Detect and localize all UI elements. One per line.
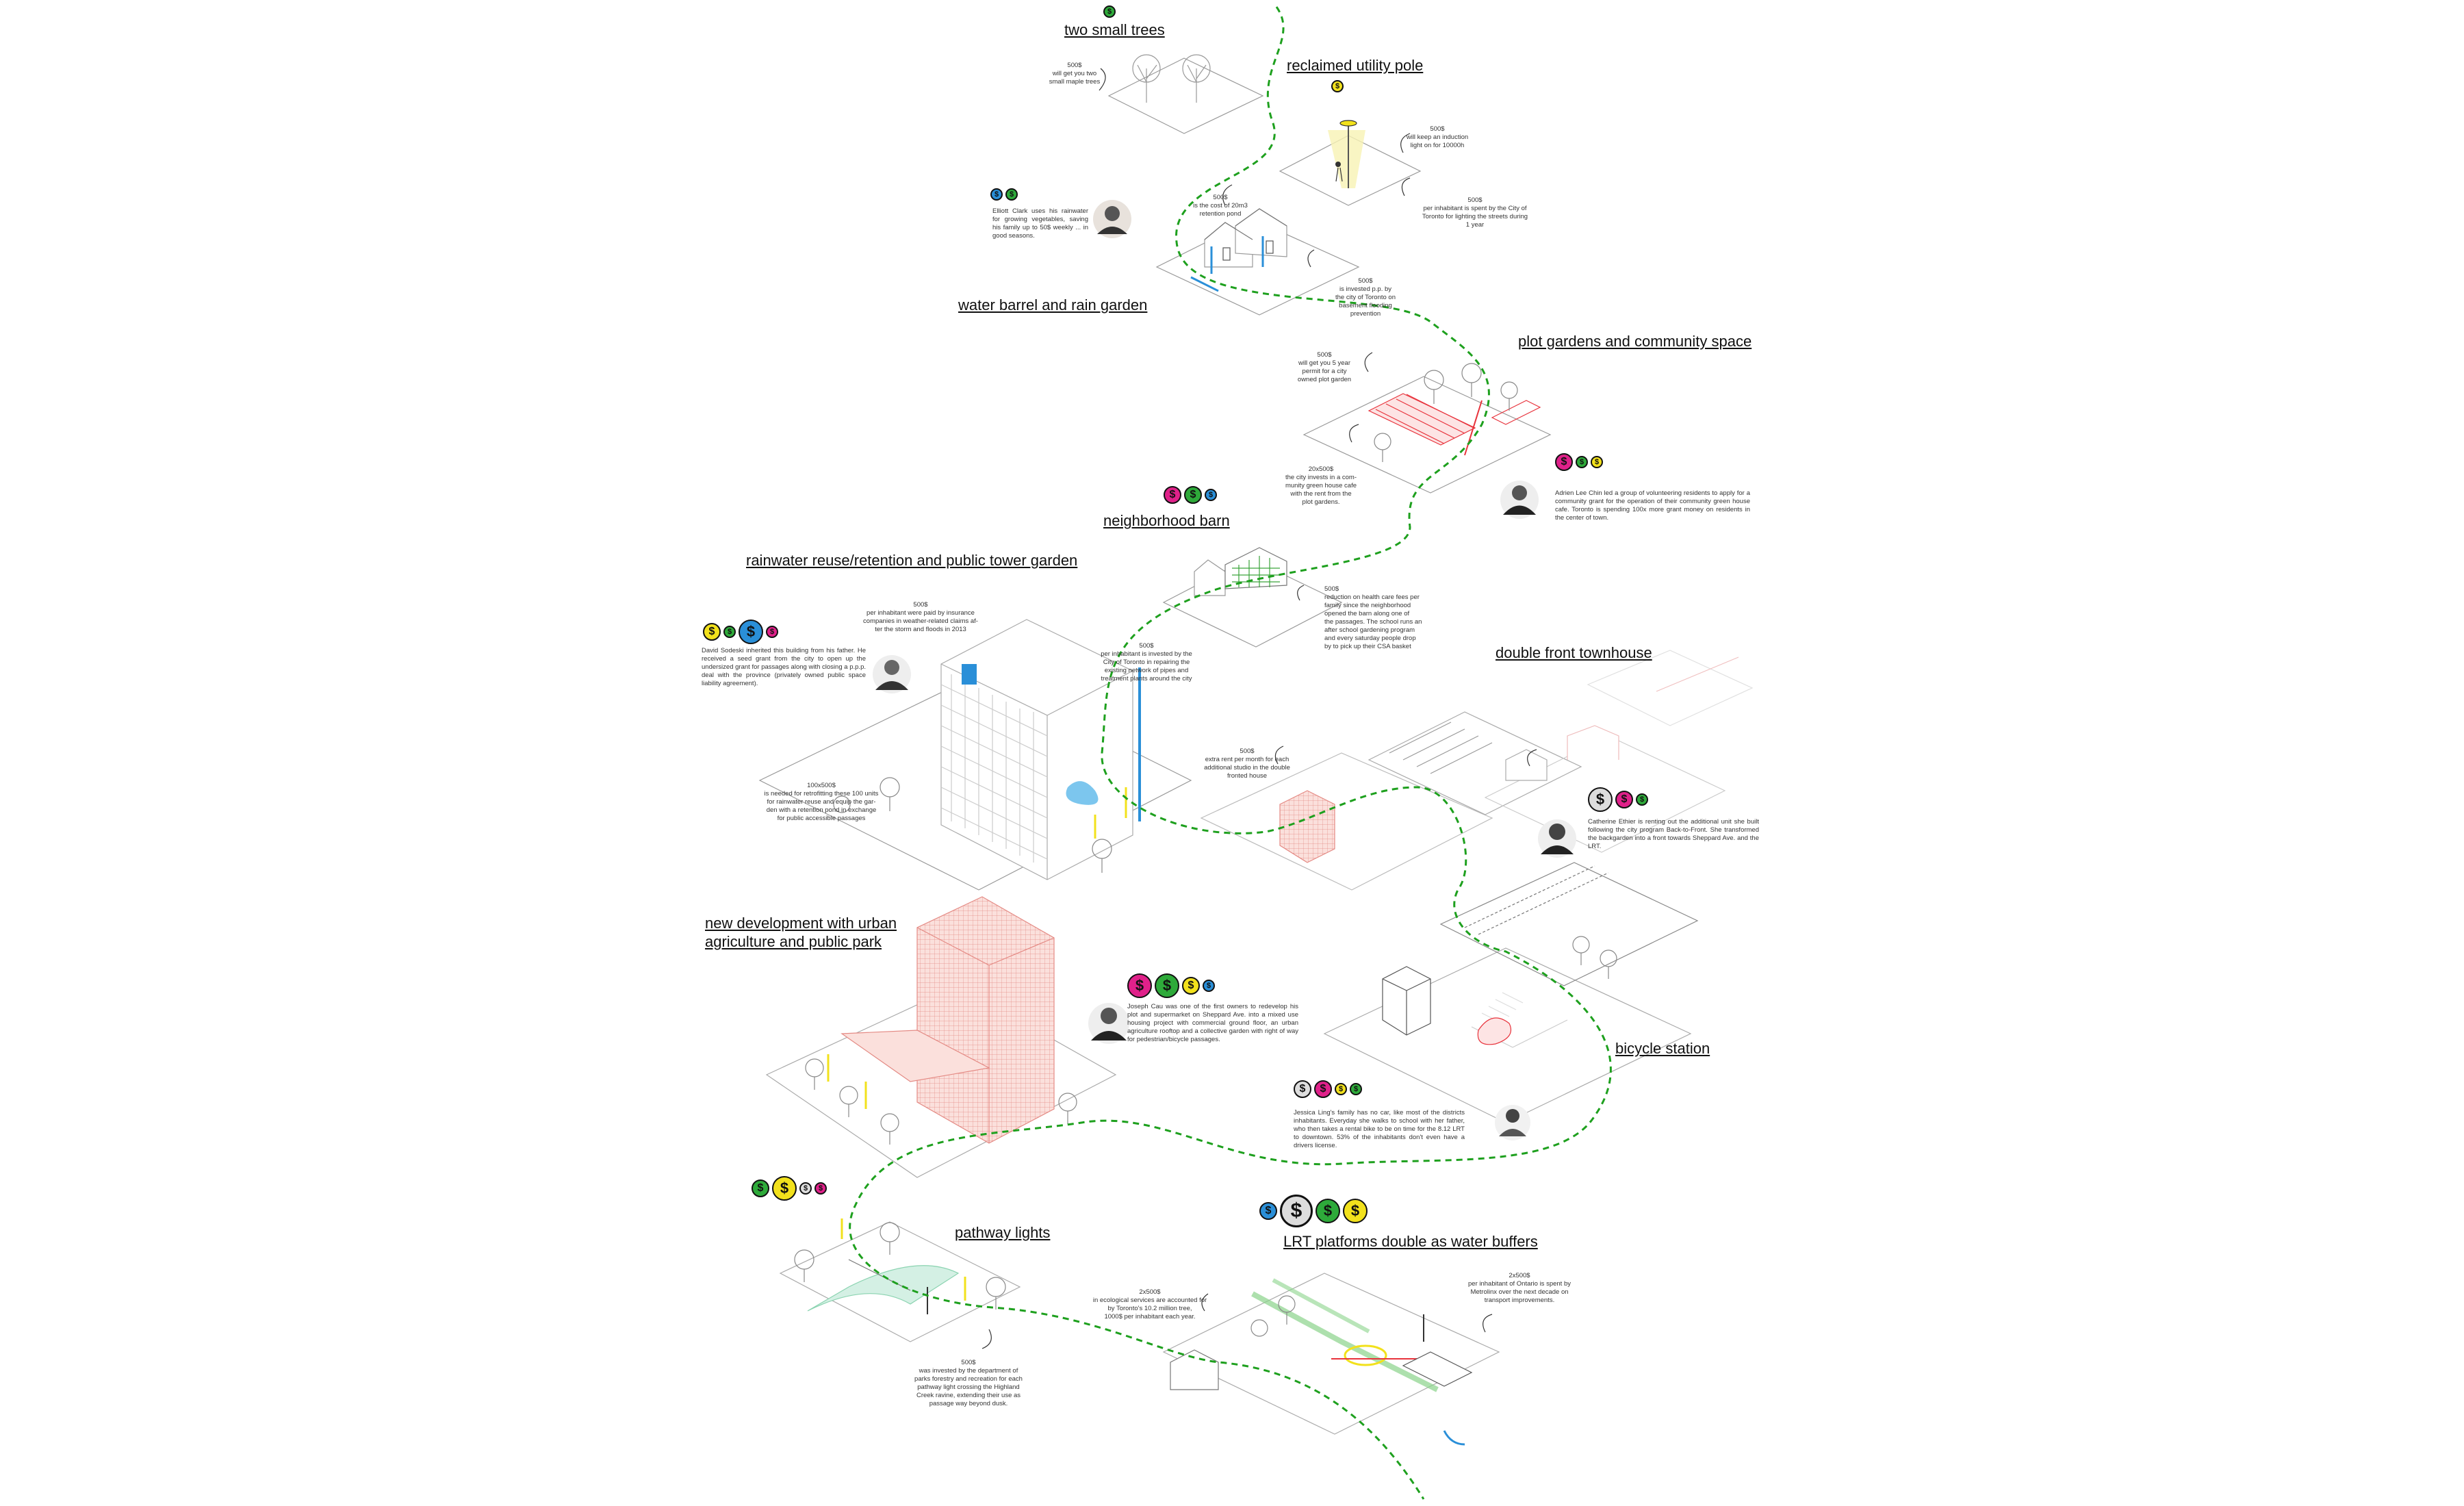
note-cost: 500$ per inhabitant is spent by the City… <box>1422 196 1528 229</box>
story-elliott-clark: Elliott Clark uses his rainwater for gro… <box>992 207 1088 240</box>
title-plot-gardens: plot gardens and community space <box>1518 333 1752 350</box>
utility-pole-illustration <box>1279 120 1422 206</box>
coin-group: $ <box>1331 80 1344 92</box>
plot-gardens-illustration <box>1302 352 1552 494</box>
coin-group: $ $ $ <box>1164 486 1217 504</box>
story-jessica-ling: Jessica Ling's family has no car, like m… <box>1294 1109 1465 1149</box>
coin-group: $ $ $ $ <box>1294 1080 1362 1098</box>
coin-blue-icon: $ <box>1205 489 1217 501</box>
coin-group: $ $ $ $ <box>1127 973 1215 998</box>
coin-grey-icon: $ <box>799 1182 812 1195</box>
note-cost: 500$ per inhabitant is invested by the C… <box>1101 642 1192 682</box>
title-two-small-trees: two small trees <box>1064 21 1165 38</box>
coin-yellow-icon: $ <box>1182 977 1200 995</box>
coin-blue-icon: $ <box>739 620 763 644</box>
note-cost: 500$ will get you 5 year permit for a ci… <box>1297 351 1352 383</box>
coin-yellow-icon: $ <box>772 1176 797 1201</box>
coin-yellow-icon: $ <box>1591 456 1603 468</box>
note-cost: 500$ is invested p.p. by the city of Tor… <box>1335 277 1396 318</box>
coin-group: $ $ $ $ <box>1259 1195 1368 1227</box>
coin-green-icon: $ <box>1155 973 1179 998</box>
portrait-elliott-clark <box>1093 200 1131 238</box>
note-cost: 2x500$ per inhabitant of Ontario is spen… <box>1468 1272 1571 1304</box>
coin-magenta-icon: $ <box>1555 453 1573 471</box>
title-new-development: new development with urban agriculture a… <box>705 915 897 950</box>
note-cost: 500$ reduction on health care fees per f… <box>1324 585 1422 650</box>
coin-blue-icon: $ <box>1203 980 1215 992</box>
coin-group: $ $ $ $ <box>703 620 778 644</box>
title-bicycle-station: bicycle station <box>1615 1040 1710 1057</box>
coin-grey-icon: $ <box>1280 1195 1313 1227</box>
coin-green-icon: $ <box>752 1179 769 1197</box>
note-cost: 500$ will keep an induction light on for… <box>1406 125 1469 149</box>
portrait-david-sodeski <box>873 655 911 693</box>
title-utility-pole: reclaimed utility pole <box>1287 57 1424 74</box>
coin-magenta-icon: $ <box>1314 1080 1332 1098</box>
coin-group: $ <box>1103 5 1116 18</box>
coin-yellow-icon: $ <box>1343 1199 1368 1223</box>
two-trees-illustration <box>1099 54 1264 134</box>
coin-magenta-icon: $ <box>1164 486 1181 504</box>
coin-group: $ $ <box>990 188 1018 201</box>
new-development-illustration <box>765 896 1117 1178</box>
coin-magenta-icon: $ <box>766 626 778 638</box>
note-cost: 500$ extra rent per month for each addit… <box>1204 748 1290 780</box>
note-cost: 500$ will get you two small maple trees <box>1049 62 1101 86</box>
coin-blue-icon: $ <box>990 188 1003 201</box>
title-neighborhood-barn: neighborhood barn <box>1103 512 1230 529</box>
note-cost: 20x500$ the city invests in a com- munit… <box>1285 465 1357 506</box>
note-cost: 100x500$ is needed for retrofitting thes… <box>764 782 879 822</box>
title-pathway-lights: pathway lights <box>955 1224 1051 1241</box>
portrait-joseph-cau <box>1088 1003 1129 1044</box>
story-joseph-cau: Joseph Cau was one of the first owners t… <box>1127 1003 1298 1043</box>
green-route-path <box>849 6 1612 1500</box>
neighborhood-barn-illustration <box>1162 547 1343 648</box>
coin-green-icon: $ <box>1350 1083 1362 1095</box>
coin-yellow-icon: $ <box>1331 80 1344 92</box>
title-water-barrel: water barrel and rain garden <box>958 296 1148 314</box>
coin-yellow-icon: $ <box>703 623 721 641</box>
coin-green-icon: $ <box>1005 188 1018 201</box>
portrait-jessica-ling <box>1495 1105 1530 1140</box>
portrait-adrien-lee-chin <box>1500 481 1539 519</box>
note-cost: 500$ per inhabitant were paid by insuran… <box>863 601 978 633</box>
story-david-sodeski: David Sodeski inherited this building fr… <box>702 647 866 687</box>
coin-group: $ $ $ <box>1555 453 1603 471</box>
coin-magenta-icon: $ <box>1127 973 1152 998</box>
note-cost: 500$ was invested by the department of p… <box>914 1359 1023 1407</box>
maple-tree <box>1182 54 1211 103</box>
coin-magenta-icon: $ <box>1615 791 1633 808</box>
story-adrien-lee-chin: Adrien Lee Chin led a group of volunteer… <box>1555 489 1750 522</box>
coin-green-icon: $ <box>1184 486 1202 504</box>
portrait-catherine-ethier <box>1538 819 1576 858</box>
pathway-lights-illustration <box>779 1218 1021 1349</box>
note-cost: 2x500$ in ecological services are accoun… <box>1092 1288 1207 1320</box>
water-barrel-illustration <box>1155 184 1360 316</box>
coin-green-icon: $ <box>1316 1199 1340 1223</box>
story-catherine-ethier: Catherine Ethier is renting out the addi… <box>1588 818 1759 850</box>
tower-garden-illustration <box>758 619 1192 891</box>
title-lrt-platforms: LRT platforms double as water buffers <box>1283 1233 1538 1250</box>
coin-yellow-icon: $ <box>1335 1083 1347 1095</box>
coin-green-icon: $ <box>1103 5 1116 18</box>
title-tower-garden: rainwater reuse/retention and public tow… <box>746 552 1078 569</box>
bicycle-station-illustration <box>1323 862 1699 1123</box>
lrt-platforms-illustration <box>1162 1273 1500 1446</box>
note-cost: 500$ is the cost of 20m3 retention pond <box>1193 194 1248 218</box>
coin-green-icon: $ <box>1576 456 1588 468</box>
coin-group: $ $ $ <box>1588 787 1648 812</box>
coin-blue-icon: $ <box>1259 1202 1277 1220</box>
coin-magenta-icon: $ <box>814 1182 827 1195</box>
title-townhouse: double front townhouse <box>1496 644 1652 661</box>
coin-group: $ $ $ $ <box>752 1176 827 1201</box>
coin-green-icon: $ <box>1636 793 1648 806</box>
maple-tree <box>1132 54 1161 103</box>
coin-green-icon: $ <box>723 626 736 638</box>
townhouse-illustration <box>1200 650 1754 891</box>
coin-grey-icon: $ <box>1588 787 1613 812</box>
coin-grey-icon: $ <box>1294 1080 1311 1098</box>
